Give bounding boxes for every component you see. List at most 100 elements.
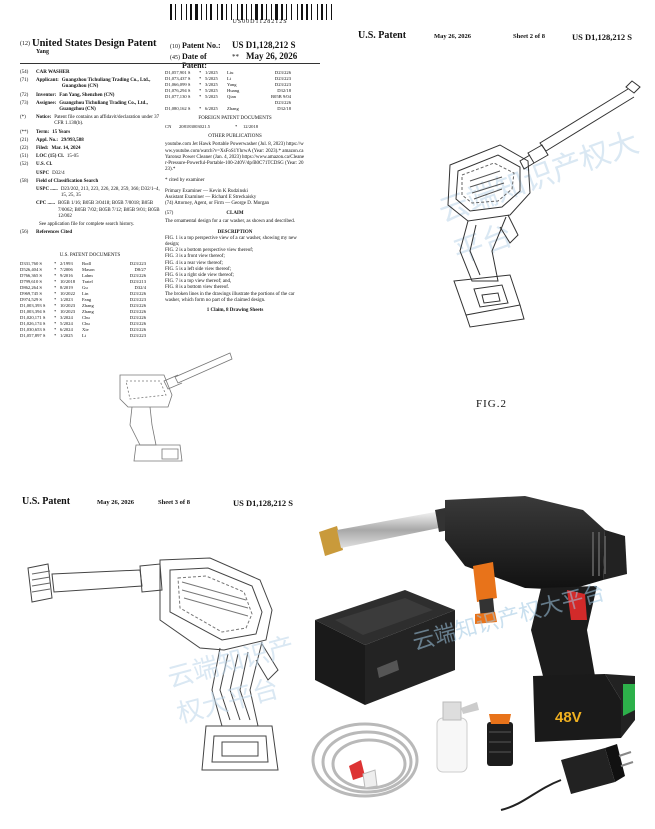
biblio-field: (21)Appl. No.:29/993,588 (20, 138, 160, 144)
attorney: (74) Attorney, Agent, or Firm — George D… (165, 201, 270, 207)
sheet2-date: May 26, 2026 (434, 33, 472, 40)
sheet3-patent-no: US D1,128,212 S (233, 498, 293, 508)
biblio-field: (72)Inventor:Fan Yang, Shenzhen (CN) (20, 93, 160, 99)
patent-no-value: US D1,128,212 S (232, 40, 296, 50)
field-code (20, 222, 36, 228)
description-line: FIG. 7 is a top view thereof; and, (165, 279, 232, 285)
filter (487, 714, 513, 766)
description-line: FIG. 5 is a left side view thereof; (165, 266, 232, 272)
field-value: Mar. 14, 2024 (51, 146, 81, 152)
field-value (55, 162, 160, 168)
field-label: Inventor: (36, 92, 57, 98)
biblio-field: See application file for complete search… (20, 222, 160, 228)
biblio-fields: (54)CAR WASHER(71)Applicant:Guangzhou Ti… (20, 70, 160, 238)
inventor-short: Yang (36, 49, 50, 55)
fig2-drawing (447, 80, 641, 328)
patent-sheet-2: U.S. Patent May 26, 2026 Sheet 2 of 8 US… (330, 0, 655, 470)
sheet2-header-left: U.S. Patent (358, 30, 407, 41)
field-label: Assignee: (36, 100, 57, 106)
biblio-field: (*)Notice:Patent file contains an affida… (20, 115, 160, 127)
description-heading: DESCRIPTION (217, 229, 253, 235)
assistant-examiner: Assistant Examiner — Richard E Streckais… (165, 194, 257, 200)
description-line: The broken lines in the drawings illustr… (165, 291, 295, 303)
field-label: References Cited (36, 230, 73, 236)
claim-code: (57) (165, 211, 174, 217)
reference-row: D23/226 (274, 100, 291, 105)
field-label: USPC (36, 170, 50, 176)
field-code (20, 171, 36, 177)
date-label: Date of Patent: (182, 52, 207, 70)
sheet3-header-left: U.S. Patent (22, 496, 71, 507)
description-line: FIG. 3 is a front view thereof; (165, 254, 225, 260)
field-value: 29/993,588 (61, 137, 84, 143)
sheet2-patent-no: US D1,128,212 S (572, 32, 632, 42)
field-label: CPC ...... (36, 201, 56, 207)
foreign-heading: FOREIGN PATENT DOCUMENTS (198, 116, 272, 121)
biblio-field: (58)Field of Classification Search (20, 179, 160, 185)
biblio-field: (52) U.S. Cl. (20, 162, 160, 168)
description-line: FIG. 6 is a right side view thereof; (165, 273, 234, 279)
barcode (170, 4, 350, 20)
spray-gun: 48V (319, 496, 635, 742)
biblio-field: (**)Term:15 Years (20, 130, 160, 136)
charger (500, 744, 634, 811)
foam-bottle (436, 701, 479, 773)
field-code: (54) (20, 70, 29, 75)
field-label: Filed: (36, 146, 49, 152)
field-code: (72) (20, 92, 29, 98)
date-value: May 26, 2026 (246, 51, 298, 61)
claim-text: The ornamental design for a car washer, … (165, 219, 296, 225)
header-rule (20, 63, 320, 64)
code-12: (12) (20, 41, 30, 47)
field-label: Term: (36, 129, 50, 135)
field-value: B05B 1/16; B05B 3/0418; B05B 7/0018; B05… (58, 201, 160, 219)
claim-heading: CLAIM (226, 211, 244, 217)
carry-case (315, 590, 455, 705)
field-code: (22) (20, 146, 29, 152)
field-label: U.S. Cl. (36, 162, 53, 168)
biblio-field: CPC ......B05B 1/16; B05B 3/0418; B05B 7… (20, 201, 160, 220)
code-10: (10) (170, 44, 180, 50)
field-value (73, 70, 160, 76)
biblio-field: (22) Filed:Mar. 14, 2024 (20, 146, 160, 152)
field-value: Patent file contains an affidavit/declar… (54, 115, 160, 127)
field-code: (52) (20, 162, 29, 168)
sheet2-sheet-no: Sheet 2 of 8 (513, 33, 545, 40)
biblio-field: (56) References Cited (20, 230, 160, 236)
fig3-drawing (27, 557, 279, 771)
primary-examiner: Primary Examiner — Kevin K Rudzinski (165, 188, 248, 194)
other-heading: OTHER PUBLICATIONS (208, 134, 262, 140)
nozzle-tips (349, 760, 378, 789)
field-code: (71) (20, 78, 29, 84)
patent-front-page: US00D1128212S (12)United States Design P… (0, 0, 336, 470)
hose (311, 722, 419, 798)
field-label: LOC (15) Cl. (36, 154, 64, 160)
field-label: Appl. No.: (36, 137, 59, 143)
field-code: (56) (20, 230, 29, 236)
field-value: 15 Years (52, 129, 71, 135)
field-code: (51) (20, 154, 29, 160)
field-value (75, 230, 160, 236)
description-line: FIG. 1 is a top perspective view of a ca… (165, 235, 297, 248)
sheet3-date: May 26, 2026 (97, 499, 135, 506)
field-value: D23/202, 213, 223, 226, 228, 259, 366; D… (60, 187, 160, 199)
